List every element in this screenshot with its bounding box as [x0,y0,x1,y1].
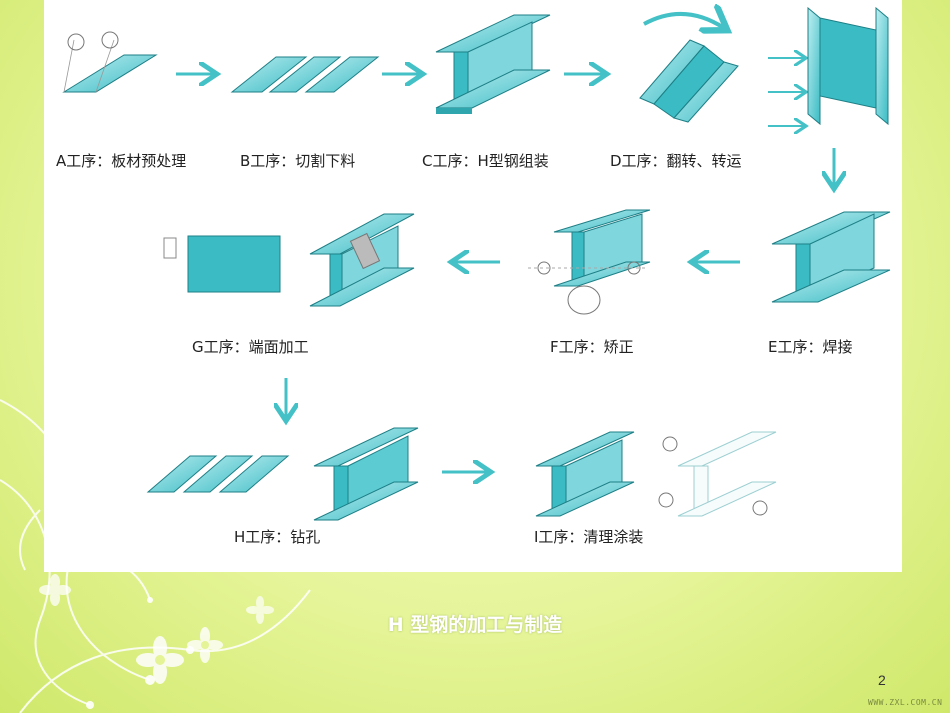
step-i-illustration [535,431,777,517]
step-label-c: C工序：H型钢组装 [422,152,549,170]
step-a-illustration [62,31,158,93]
step-label-f: F工序：矫正 [550,338,634,356]
flower-3 [39,574,71,606]
step-label-i: I工序：清理涂装 [534,528,643,546]
flower-1 [136,636,184,684]
process-diagram: A工序：板材预处理 B工序：切割下料 C工序：H型钢组装 D工序：翻转、转运 E… [56,0,891,546]
flower-4 [246,596,274,624]
floral-decoration [0,399,311,713]
step-label-b: B工序：切割下料 [240,152,355,170]
slide-caption: H 型钢的加工与制造 [387,614,563,636]
step-d-upright-beam [768,6,889,126]
step-label-e: E工序：焊接 [768,338,852,356]
page-number: 2 [878,672,886,688]
step-d-illustration [639,14,739,123]
process-figure: A工序：板材预处理 B工序：切割下料 C工序：H型钢组装 D工序：翻转、转运 E… [44,0,902,572]
step-g-illustration [163,213,415,307]
step-label-d: D工序：翻转、转运 [610,152,742,170]
step-f-illustration [528,209,651,315]
step-c-illustration [435,14,551,114]
step-e-illustration [771,211,891,303]
step-label-g: G工序：端面加工 [192,338,309,356]
step-label-h: H工序：钻孔 [234,528,320,546]
step-b-illustration [230,56,380,93]
flower-2 [187,627,223,663]
step-h-illustration [146,427,419,521]
watermark: WWW.ZXL.COM.CN [868,698,943,707]
step-label-a: A工序：板材预处理 [56,152,186,170]
